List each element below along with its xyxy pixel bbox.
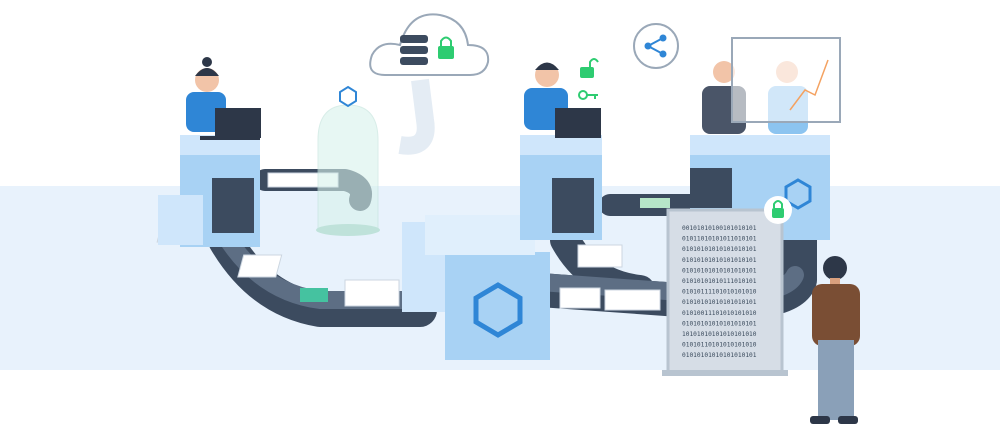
data-stream bbox=[398, 78, 435, 155]
left-workstation bbox=[158, 57, 261, 247]
hexagon-logo-icon bbox=[473, 282, 523, 338]
binary-line: 01011010101011010101 bbox=[682, 236, 757, 243]
glass-dome bbox=[316, 85, 380, 236]
binary-line: 01010101010111010101 bbox=[682, 278, 757, 285]
chart-icon bbox=[731, 37, 841, 123]
binary-line: 01010101010101010101 bbox=[682, 299, 757, 306]
binary-line: 01010111101010101010 bbox=[682, 289, 757, 296]
binary-line: 01010101010101010101 bbox=[682, 352, 757, 359]
lock-icon bbox=[764, 196, 792, 224]
binary-line: 10101010101010101010 bbox=[682, 331, 757, 338]
binary-line: 01010110101010101010 bbox=[682, 342, 757, 349]
binary-line: 01010101010101010101 bbox=[682, 246, 757, 253]
standing-person bbox=[810, 256, 860, 424]
binary-screen: 00101010100101010101 01011010101011010101… bbox=[662, 208, 788, 376]
lock-icon bbox=[438, 36, 454, 59]
binary-line: 01010101010101010101 bbox=[682, 267, 757, 274]
key-icon bbox=[578, 90, 598, 100]
binary-line: 00101010100101010101 bbox=[682, 225, 757, 232]
middle-workstation bbox=[520, 62, 602, 240]
cloud-database-icon bbox=[369, 13, 490, 76]
binary-line: 01010011101010101010 bbox=[682, 310, 757, 317]
binary-line: 01010101010101010101 bbox=[682, 320, 757, 327]
binary-line: 01010101010101010101 bbox=[682, 257, 757, 264]
share-icon bbox=[633, 23, 679, 69]
unlock-icon bbox=[580, 58, 599, 78]
center-machine bbox=[402, 215, 550, 360]
right-workstation bbox=[690, 37, 841, 240]
